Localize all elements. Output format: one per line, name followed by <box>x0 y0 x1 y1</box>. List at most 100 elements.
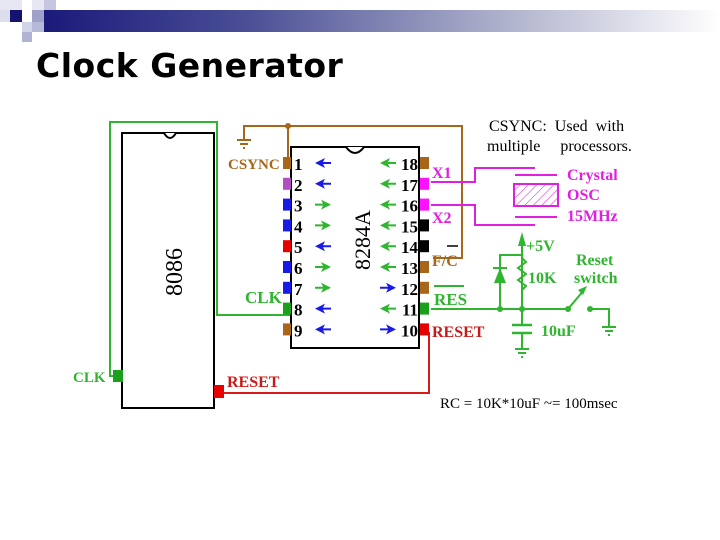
crystal-label-1: Crystal <box>567 167 618 184</box>
pin-number: 8 <box>294 301 303 320</box>
pin-number: 12 <box>401 280 418 299</box>
cpu-8086: 8086 <box>121 132 215 409</box>
vcc-label: +5V <box>526 238 555 255</box>
switch-label-2: switch <box>574 270 618 287</box>
pin-number: 13 <box>401 259 418 278</box>
pin-number: 2 <box>294 176 303 195</box>
pin-number: 18 <box>401 155 418 174</box>
chip-left-pins: 1 2 34 5 6 7 89 <box>283 155 331 340</box>
capacitor-label: 10uF <box>541 323 576 340</box>
reset-switch-icon <box>565 286 616 336</box>
rc-formula: RC = 10K*10uF ~= 100msec <box>440 396 618 412</box>
chip-pin-14: 14 <box>380 238 429 257</box>
chip-pin-18: 18 <box>380 155 429 174</box>
left-arrow-icon <box>315 324 331 335</box>
pin-number: 4 <box>294 217 303 236</box>
chip-pin-16: 16 <box>380 197 429 216</box>
fc-label: F/C <box>432 253 458 270</box>
crystal-icon <box>513 183 559 207</box>
pin-number: 16 <box>401 197 418 216</box>
crystal-label-3: 15MHz <box>567 208 618 225</box>
pin-marker <box>420 323 429 336</box>
pin-number: 3 <box>294 197 303 216</box>
pin-number: 15 <box>401 217 418 236</box>
csync-label: CSYNC <box>228 157 280 173</box>
crystal-label-2: OSC <box>567 187 600 204</box>
cpu-reset-pin <box>214 385 224 398</box>
cpu-notch <box>163 132 177 139</box>
switch-label-1: Reset <box>576 252 614 269</box>
pin-number: 5 <box>294 238 303 257</box>
pin-marker <box>283 323 291 336</box>
chip-pin-4: 4 <box>283 217 331 236</box>
chip-pin-13: 13 <box>380 259 429 278</box>
resistor-label: 10K <box>528 270 557 287</box>
chip-pin-2: 2 <box>283 176 331 195</box>
left-arrow-icon <box>380 241 396 252</box>
pin-number: 11 <box>402 301 418 320</box>
csync-wire: CSYNC <box>228 123 463 259</box>
title-bar <box>44 10 720 32</box>
right-arrow-icon <box>315 262 331 272</box>
left-arrow-icon <box>380 199 396 210</box>
pin-marker <box>283 240 291 253</box>
pin-marker <box>283 198 291 211</box>
clk-wire: CLK CLK <box>73 121 290 386</box>
pin-marker <box>420 157 429 169</box>
pin-marker <box>283 302 291 315</box>
chip-pin-5: 5 <box>283 238 331 257</box>
pin-marker <box>420 302 429 315</box>
cpu-reset-label: RESET <box>227 374 280 391</box>
pin-marker <box>283 177 291 190</box>
chip-pin-8: 8 <box>283 301 331 320</box>
pin-number: 9 <box>294 321 303 340</box>
cpu-clk-pin <box>113 370 123 382</box>
pin-number: 6 <box>294 259 303 278</box>
x2-label: X2 <box>432 210 452 227</box>
pin-marker <box>420 198 429 211</box>
res-label: RES <box>434 290 467 309</box>
pin-number: 7 <box>294 280 303 299</box>
chip-pin-17: 17 <box>380 176 429 195</box>
chip-label: 8284A <box>350 210 375 270</box>
left-arrow-icon <box>315 241 331 252</box>
pin-number: 17 <box>401 176 419 195</box>
pin-number: 1 <box>294 155 303 174</box>
right-arrow-icon <box>315 220 331 231</box>
pin-marker <box>420 219 429 232</box>
left-arrow-icon <box>380 220 396 231</box>
right-arrow-icon <box>315 282 331 293</box>
cpu-clk-label: CLK <box>73 370 106 386</box>
left-arrow-icon <box>380 178 396 189</box>
right-arrow-icon <box>315 199 331 210</box>
pin-number: 14 <box>401 238 419 257</box>
left-arrow-icon <box>380 158 396 168</box>
left-arrow-icon <box>315 158 331 168</box>
chip-pin-11: 11 <box>380 301 429 320</box>
left-arrow-icon <box>315 303 331 314</box>
reset-circuit: RES RESET +5V 10K 10uF <box>431 232 618 358</box>
chip-clk-label: CLK <box>245 288 283 307</box>
cpu-label: 8086 <box>162 248 188 296</box>
crystal-oscillator: X1 X2 Crystal OSC 15MHz <box>431 165 618 227</box>
left-arrow-icon <box>315 178 331 189</box>
chip-pin-9: 9 <box>283 321 331 340</box>
pin-marker <box>283 261 291 273</box>
right-arrow-icon <box>380 282 396 293</box>
chip-pin-15: 15 <box>380 217 429 236</box>
left-arrow-icon <box>380 262 396 272</box>
pin-marker <box>420 177 429 190</box>
right-arrow-icon <box>380 324 396 335</box>
pin-marker <box>283 157 291 169</box>
vcc-arrow-icon <box>518 232 526 309</box>
chip-pin-1: 1 <box>283 155 331 174</box>
reset-wire: RESET <box>214 332 430 398</box>
chip-pin-12: 12 <box>380 280 429 299</box>
diode-icon <box>493 254 522 309</box>
resistor-icon <box>516 257 528 291</box>
pin-marker <box>420 261 429 273</box>
pin-marker <box>420 281 429 294</box>
